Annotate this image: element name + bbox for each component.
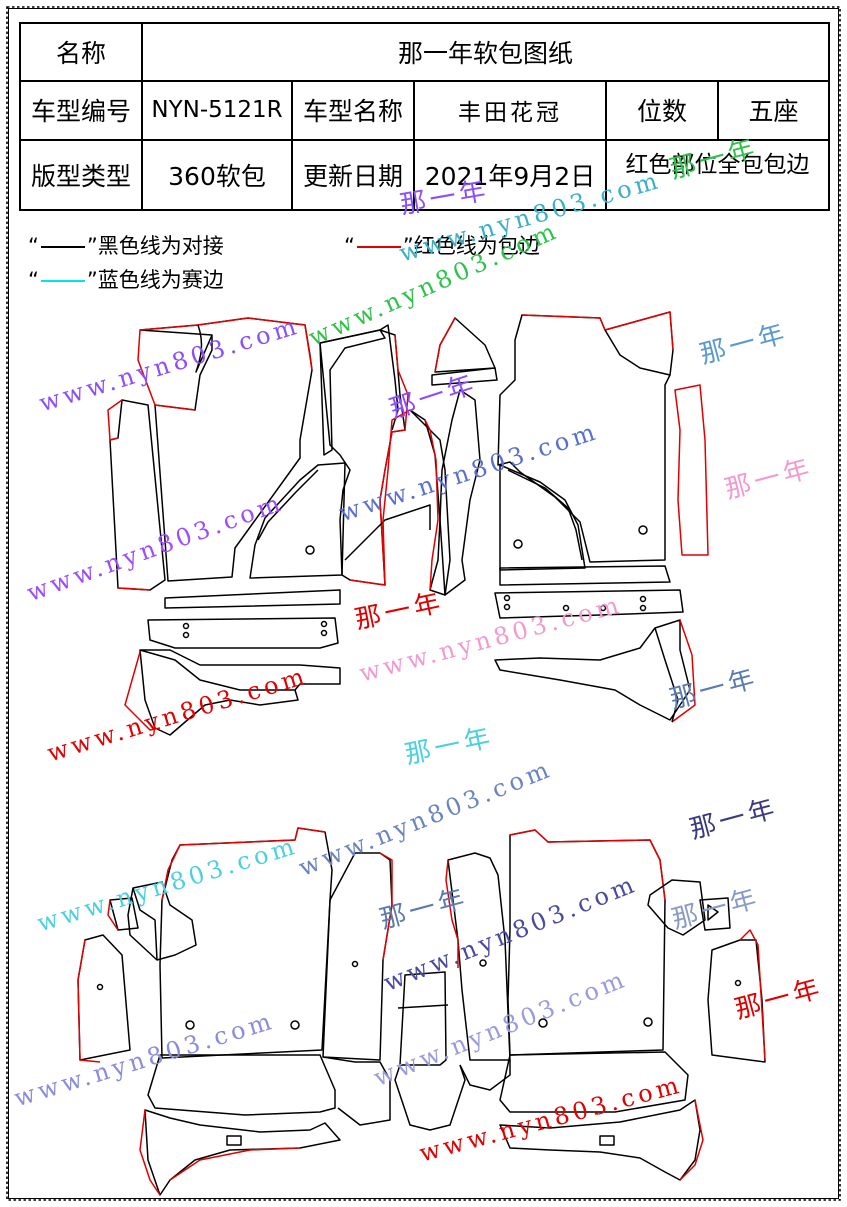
piece-front-left-lower-strip (164, 589, 341, 609)
piece-front-left-long-strip (147, 617, 339, 649)
legend-cyan-open-quote: “ (28, 268, 39, 292)
legend-red: “ ”红色线为包边 (344, 230, 540, 260)
black-line-swatch (40, 246, 85, 248)
date-value: 2021年9月2日 (413, 138, 607, 212)
piece-rear-center (399, 971, 447, 1066)
name-label: 名称 (19, 21, 143, 83)
piece-front-left-pocket (249, 462, 346, 579)
piece-rear-left-small-2 (127, 881, 197, 961)
type-label: 版型类型 (19, 138, 143, 212)
model-no: NYN-5121R (141, 80, 293, 141)
piece-rear-left-small-1 (109, 897, 139, 931)
model-name-label: 车型名称 (291, 80, 415, 141)
piece-rear-right-small-1 (647, 879, 706, 936)
piece-rear-center-left (322, 852, 393, 1061)
legend-cyan: “ ”蓝色线为赛边 (28, 264, 224, 294)
piece-rear-right-armrest (707, 939, 766, 1063)
piece-front-right-armrest (674, 384, 709, 556)
red-line-swatch (356, 246, 401, 248)
model-no-label: 车型编号 (19, 80, 143, 141)
piece-front-right-top-strip (499, 565, 671, 586)
seats-label: 位数 (605, 80, 719, 141)
legend-red-open-quote: “ (344, 234, 355, 258)
type-value: 360软包 (141, 138, 293, 212)
piece-rear-right-small-2 (699, 897, 731, 931)
piece-rear-left-sill (144, 1109, 341, 1196)
date-label: 更新日期 (291, 138, 415, 212)
piece-front-triangle (434, 317, 496, 373)
piece-rear-right-sill (499, 1099, 701, 1181)
legend-black-text: ”黑色线为对接 (86, 234, 224, 258)
piece-rear-right-bottom (499, 1051, 689, 1113)
piece-front-left-kick (139, 649, 341, 691)
legend-black-open-quote: “ (28, 234, 39, 258)
piece-front-right-kick (494, 619, 691, 721)
piece-rear-left-armrest (77, 934, 131, 1061)
piece-rear-left-bottom (147, 1054, 336, 1116)
model-name: 丰田花冠 (413, 80, 607, 141)
spec-table: 名称 那一年软包图纸 车型编号 NYN-5121R 车型名称 丰田花冠 位数 五… (19, 21, 831, 212)
piece-rear-right-door (507, 829, 666, 1056)
legend-black: “ ”黑色线为对接 (28, 230, 224, 260)
legend-cyan-text: ”蓝色线为赛边 (86, 268, 224, 292)
note-value: 红色部位全包包边 (604, 138, 831, 212)
legend-red-text: ”红色线为包边 (402, 234, 540, 258)
piece-front-right-door (497, 311, 674, 563)
piece-front-left-door (139, 317, 313, 582)
piece-front-pillar-left (319, 329, 386, 456)
piece-front-center-red-left (409, 409, 451, 596)
piece-front-right-long-strip (494, 589, 684, 619)
seats-value: 五座 (716, 80, 831, 141)
name-value: 那一年软包图纸 (140, 21, 831, 83)
cyan-line-swatch (40, 280, 85, 282)
